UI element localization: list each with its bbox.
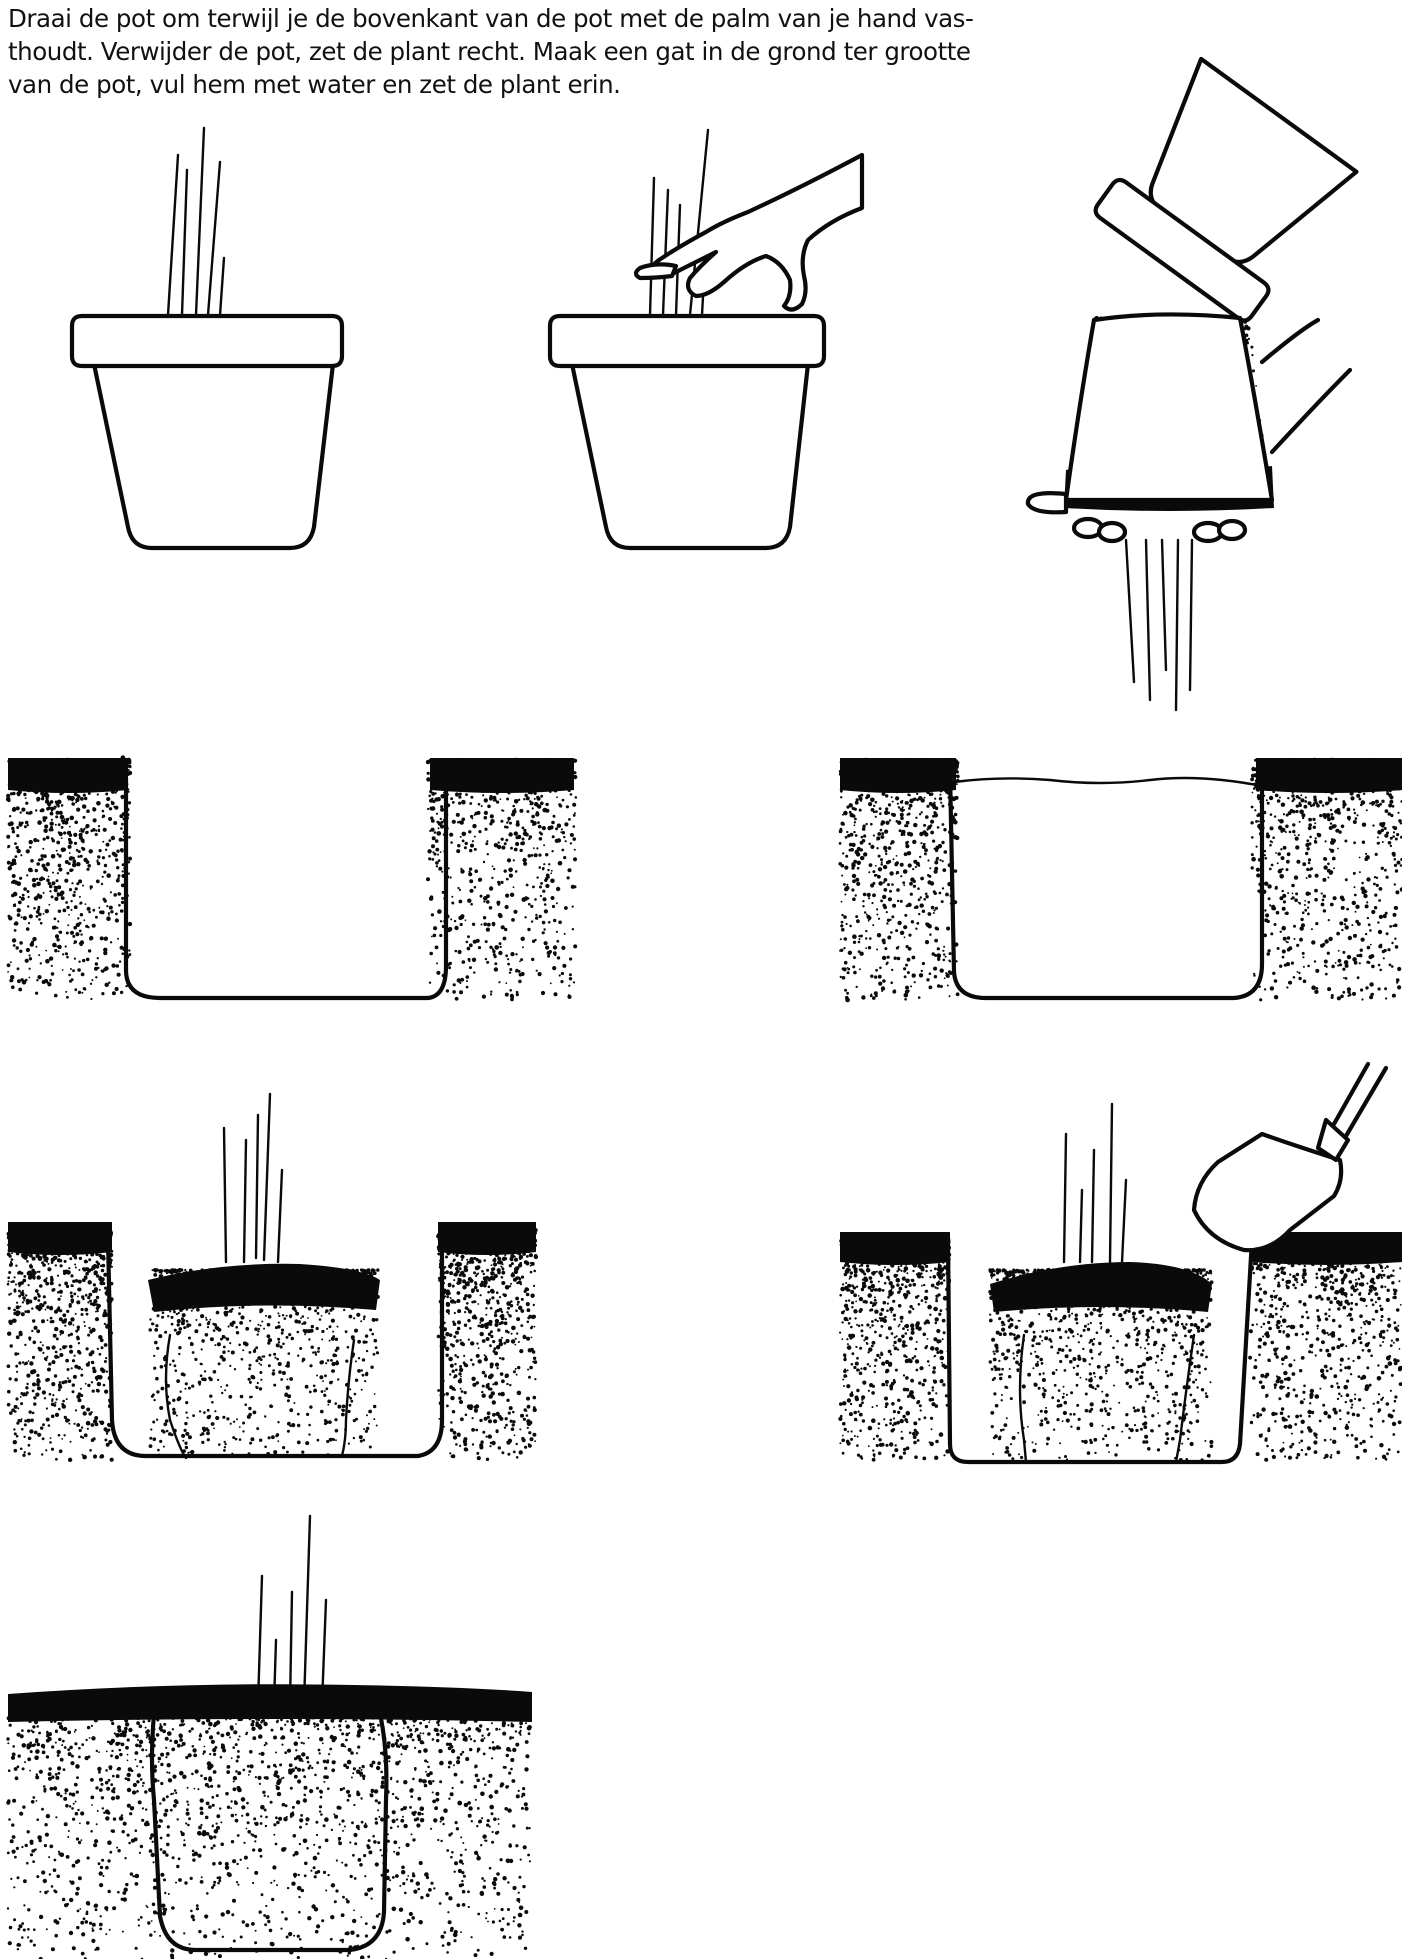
soil-texture: [436, 1228, 538, 1461]
soil-dark-band: [8, 1222, 112, 1255]
step-empty-hole: [122, 757, 446, 998]
trowel-icon: [1194, 1064, 1386, 1250]
soil-texture: [6, 758, 132, 1000]
soil-texture: [838, 758, 959, 1003]
soil-texture: [7, 1228, 114, 1462]
soil-dark-band: [8, 1684, 532, 1722]
flower-pot: [550, 316, 824, 548]
plant-stems: [168, 128, 224, 315]
wrist-lines: [1262, 320, 1350, 452]
plant-stems: [258, 1516, 326, 1704]
hanging-roots: [1126, 540, 1192, 710]
soil-dark-band: [1256, 758, 1402, 793]
soil-texture: [1248, 1238, 1402, 1462]
step-planted: [152, 1516, 386, 1950]
hand-icon: [636, 155, 862, 310]
flower-pot: [72, 316, 342, 548]
soil-texture: [6, 1700, 532, 1959]
soil-dark-band: [8, 758, 128, 793]
plant-stems: [224, 1094, 282, 1262]
soil-dark-band: [438, 1222, 536, 1255]
step-plant-in-pot: [72, 128, 342, 548]
soil-dark-band: [840, 758, 956, 793]
step-hand-on-pot: [550, 130, 862, 548]
soil-texture: [426, 758, 578, 1002]
step-hole-with-water: [950, 772, 1262, 998]
step-inverted-pot: [1092, 59, 1356, 324]
plant-stems: [1064, 1104, 1126, 1262]
soil-texture: [1250, 758, 1402, 1002]
soil-texture: [838, 1238, 951, 1462]
soil-dark-band: [840, 1232, 950, 1265]
water-surface: [954, 778, 1262, 786]
soil-dark-band: [430, 758, 574, 793]
step-root-ball-in-hand: [1028, 314, 1350, 710]
